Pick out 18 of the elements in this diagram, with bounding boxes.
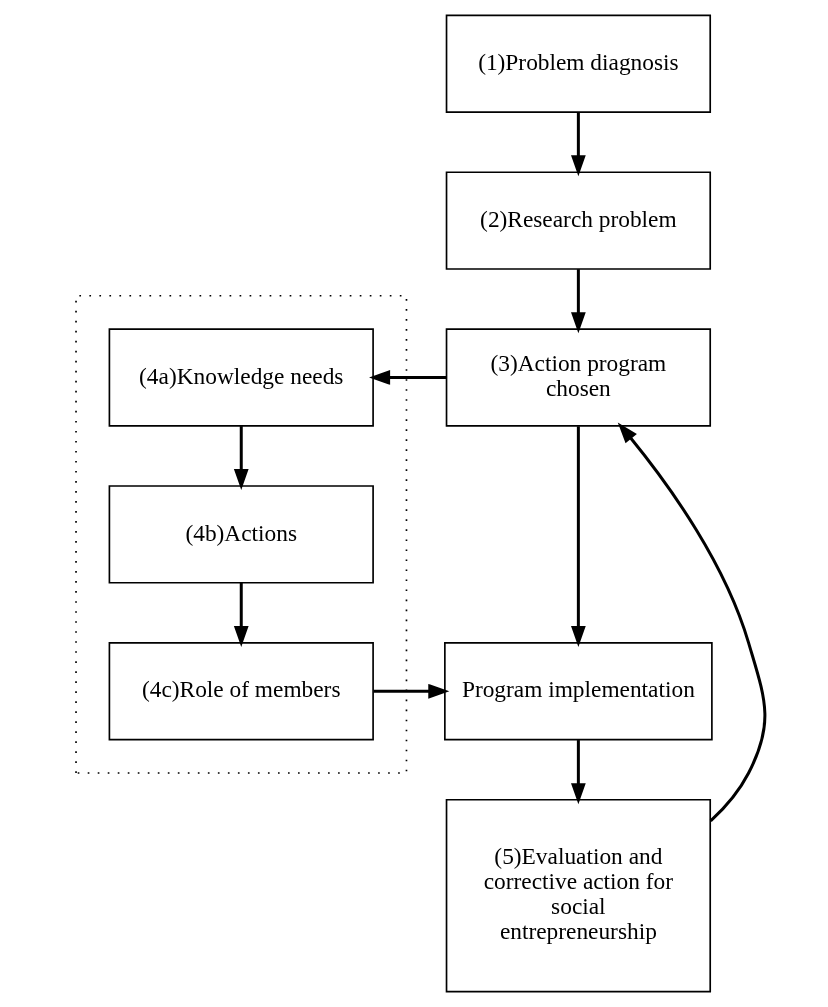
node-box: (5)Evaluation and corrective action for social entrepreneurship [445,798,712,993]
arrow [373,683,450,699]
node-box: (1)Problem diagnosis [445,14,712,113]
cluster [75,294,408,774]
node-box: (4b)Actions [108,485,374,584]
arrow [571,269,586,334]
node-box: (4c)Role of members [108,642,374,741]
arrow [369,370,447,385]
node-box: (4a)Knowledge needs [108,328,374,427]
arrow [571,426,586,648]
arrow [617,422,767,822]
node-box: (2)Research problem [445,171,712,270]
arrow [233,582,249,647]
arrow [571,112,586,177]
node-box: (3)Action program chosen [445,328,712,427]
arrow [233,426,249,491]
node-box: Program implementation [444,642,713,741]
arrow [571,740,586,805]
